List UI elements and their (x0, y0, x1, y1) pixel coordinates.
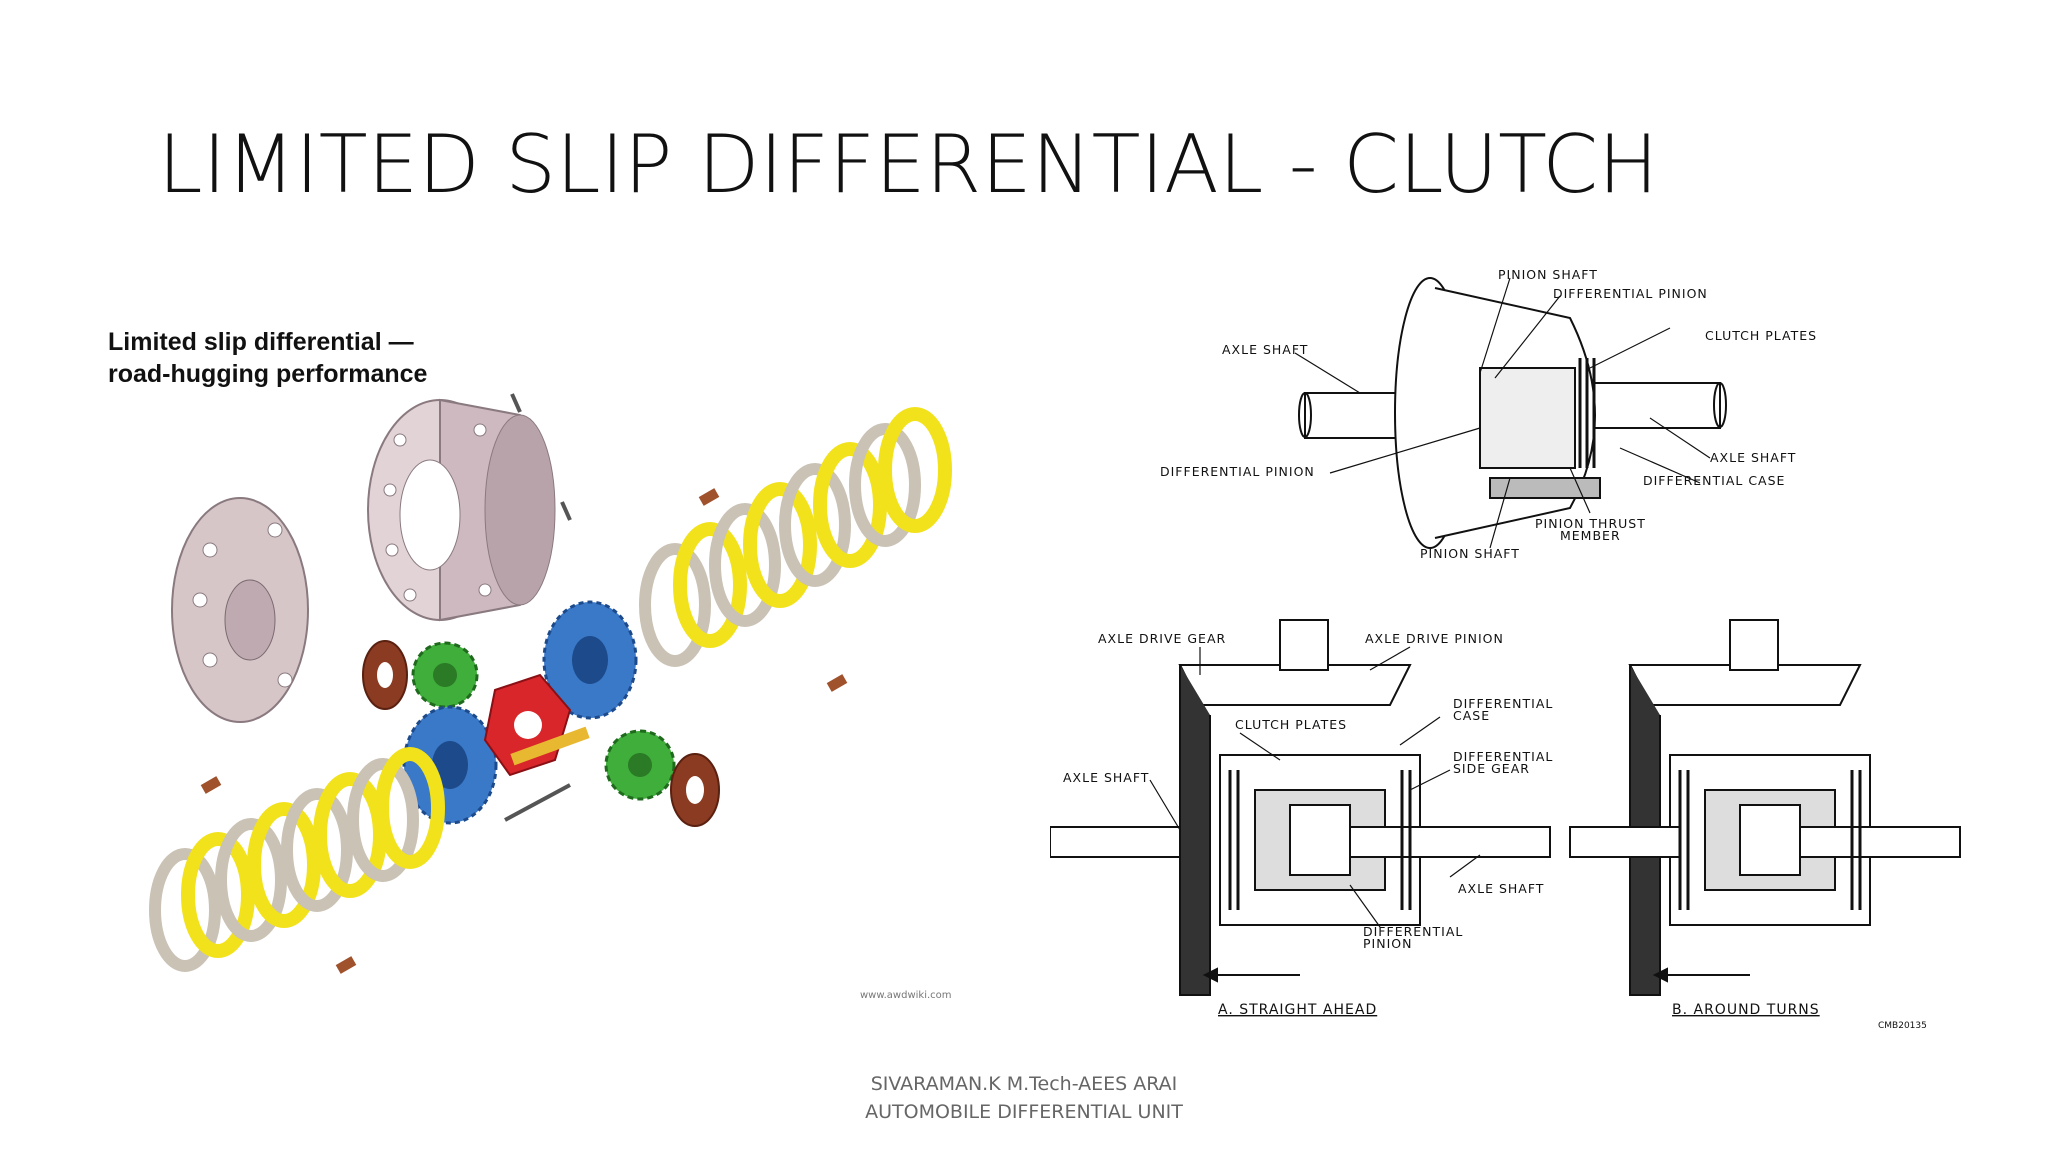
label-clutch-plates-b: CLUTCH PLATES (1235, 717, 1347, 732)
label-diff-pinion-1: DIFFERENTIAL (1363, 924, 1463, 939)
footer-course: AUTOMOBILE DIFFERENTIAL UNIT (865, 1101, 1183, 1123)
label-pinion-thrust-1: PINION THRUST (1535, 516, 1646, 531)
label-diff-side-gear-2: SIDE GEAR (1453, 761, 1530, 776)
label-diff-side-gear-1: DIFFERENTIAL (1453, 749, 1553, 764)
label-axle-shaft-left: AXLE SHAFT (1222, 342, 1308, 357)
label-differential-case-2: CASE (1453, 708, 1490, 723)
label-diff-pinion-2: PINION (1363, 936, 1412, 951)
label-axle-shaft-right-b: AXLE SHAFT (1458, 881, 1544, 896)
green-pinion-gear-top (411, 641, 479, 709)
schematic-section-views: AXLE DRIVE GEAR AXLE DRIVE PINION DIFFER… (1050, 619, 1961, 1031)
label-axle-drive-pinion: AXLE DRIVE PINION (1365, 631, 1504, 646)
label-differential-case: DIFFERENTIAL CASE (1643, 473, 1785, 488)
clutch-pack-upper (639, 407, 952, 667)
label-differential-pinion-left: DIFFERENTIAL PINION (1160, 464, 1315, 479)
caption-straight-ahead: A. STRAIGHT AHEAD (1218, 1002, 1377, 1018)
label-pinion-thrust-2: MEMBER (1560, 528, 1621, 543)
illustration-heading-line2: road-hugging performance (108, 360, 428, 388)
figure-code: CMB20135 (1878, 1021, 1927, 1031)
clutch-pack-lower (149, 747, 445, 972)
cross-pin (504, 783, 571, 822)
view-around-turns (1569, 619, 1961, 996)
red-thrust-carrier (483, 673, 590, 777)
illustration-credit: www.awdwiki.com (860, 990, 952, 1001)
label-pinion-shaft-bottom: PINION SHAFT (1420, 546, 1520, 561)
label-differential-case-1: DIFFERENTIAL (1453, 696, 1553, 711)
housing-body (367, 398, 556, 622)
label-axle-shaft-left-b: AXLE SHAFT (1063, 770, 1149, 785)
illustration-heading-line1: Limited slip differential — (108, 328, 414, 356)
bolts (510, 393, 572, 521)
label-pinion-shaft-top: PINION SHAFT (1498, 267, 1598, 282)
housing-cap (171, 497, 309, 723)
cutaway-diagram: PINION SHAFT DIFFERENTIAL PINION CLUTCH … (1160, 267, 1817, 561)
label-axle-shaft-right: AXLE SHAFT (1710, 450, 1796, 465)
label-axle-drive-gear: AXLE DRIVE GEAR (1098, 631, 1226, 646)
caption-around-turns: B. AROUND TURNS (1672, 1002, 1820, 1018)
view-straight-ahead (1050, 619, 1551, 996)
blue-side-gear-bottom (402, 705, 498, 825)
label-clutch-plates: CLUTCH PLATES (1705, 328, 1817, 343)
slide-footer: SIVARAMAN.K M.Tech-AEES ARAI AUTOMOBILE … (0, 1070, 2048, 1126)
blue-side-gear-top (542, 600, 638, 720)
retaining-clips (200, 488, 848, 974)
slide-title: LIMITED SLIP DIFFERENTIAL - CLUTCH (158, 118, 1659, 211)
footer-author: SIVARAMAN.K M.Tech-AEES ARAI (870, 1073, 1178, 1095)
green-pinion-gear-bottom (604, 729, 676, 801)
exploded-lsd-illustration: Limited slip differential — road-hugging… (108, 328, 952, 1001)
label-differential-pinion-top: DIFFERENTIAL PINION (1553, 286, 1708, 301)
